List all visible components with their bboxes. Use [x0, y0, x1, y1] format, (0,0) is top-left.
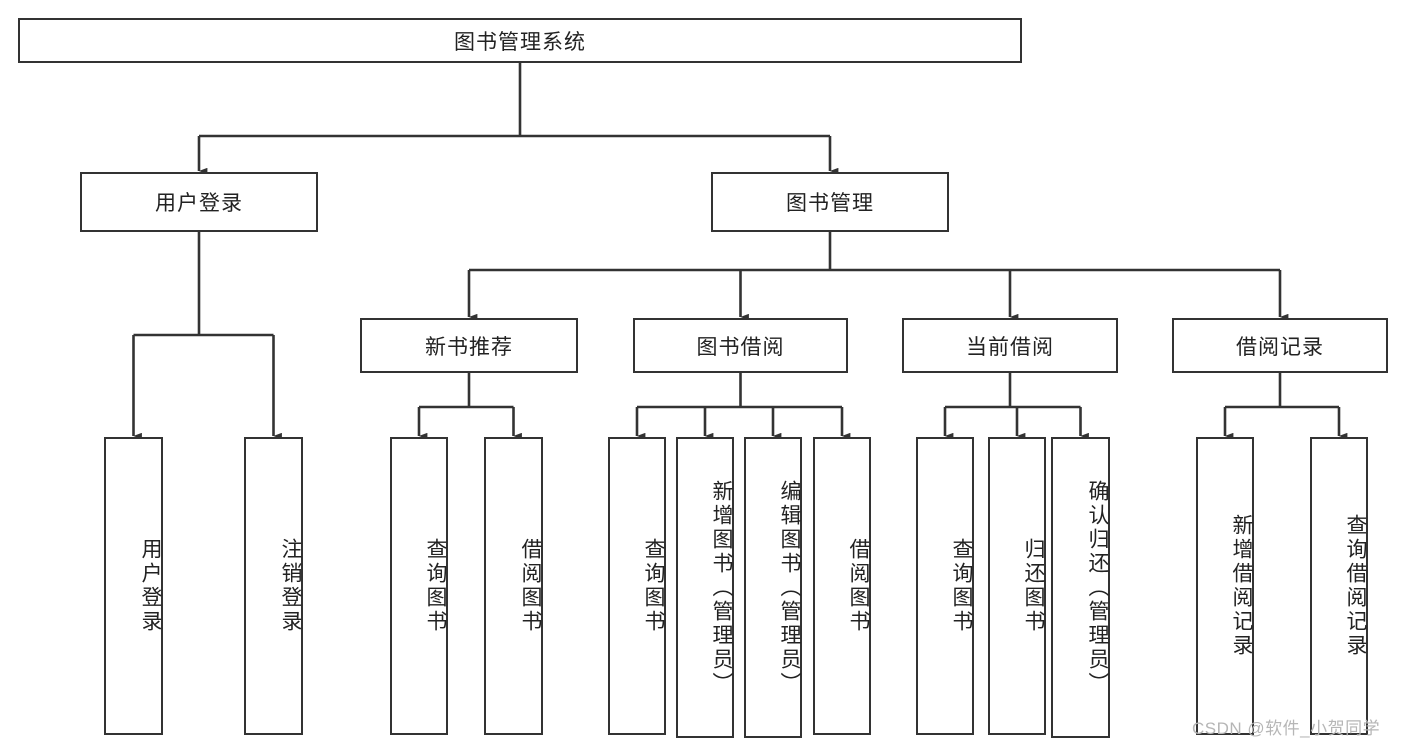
node-l-b2[interactable]: 借阅图书	[813, 437, 871, 735]
node-label: 当前借阅	[966, 335, 1054, 359]
node-label: 注销登录	[279, 538, 302, 634]
edges	[132, 63, 1348, 440]
node-label: 用户登录	[139, 538, 162, 634]
node-l-addrec[interactable]: 新增借阅记录	[1196, 437, 1254, 735]
node-l-add[interactable]: 新增图书（管理员）	[676, 437, 734, 738]
node-root[interactable]: 图书管理系统	[18, 18, 1022, 63]
node-label: 查询图书	[642, 538, 665, 634]
node-label: 图书管理系统	[454, 30, 586, 54]
node-records[interactable]: 借阅记录	[1172, 318, 1388, 373]
node-label: 编辑图书（管理员）	[778, 479, 801, 696]
node-label: 借阅图书	[519, 538, 542, 634]
node-label: 借阅图书	[847, 538, 870, 634]
node-label: 查询借阅记录	[1344, 514, 1367, 658]
node-l-q1[interactable]: 查询图书	[390, 437, 448, 735]
node-l-edit[interactable]: 编辑图书（管理员）	[744, 437, 802, 738]
node-l-q3[interactable]: 查询图书	[916, 437, 974, 735]
node-l-q2[interactable]: 查询图书	[608, 437, 666, 735]
node-newrec[interactable]: 新书推荐	[360, 318, 578, 373]
node-l-qrec[interactable]: 查询借阅记录	[1310, 437, 1368, 735]
node-label: 借阅记录	[1236, 335, 1324, 359]
node-borrow[interactable]: 图书借阅	[633, 318, 848, 373]
node-label: 图书借阅	[696, 335, 785, 359]
csdn-watermark: CSDN @软件_小贺同学	[1192, 719, 1381, 738]
node-label: 图书管理	[786, 192, 874, 215]
node-bookmgmt[interactable]: 图书管理	[711, 172, 949, 232]
node-label: 新书推荐	[425, 335, 513, 359]
node-login[interactable]: 用户登录	[80, 172, 318, 232]
node-label: 查询图书	[424, 538, 447, 634]
node-current[interactable]: 当前借阅	[902, 318, 1118, 373]
node-label: 归还图书	[1022, 538, 1045, 634]
node-l-login[interactable]: 用户登录	[104, 437, 163, 735]
node-label: 查询图书	[950, 538, 973, 634]
node-l-b1[interactable]: 借阅图书	[484, 437, 543, 735]
node-label: 用户登录	[155, 192, 243, 215]
node-label: 新增借阅记录	[1230, 514, 1253, 658]
node-l-return[interactable]: 归还图书	[988, 437, 1046, 735]
node-l-confirm[interactable]: 确认归还（管理员）	[1051, 437, 1110, 738]
node-l-logout[interactable]: 注销登录	[244, 437, 303, 735]
node-label: 新增图书（管理员）	[710, 479, 733, 696]
node-label: 确认归还（管理员）	[1086, 479, 1109, 696]
